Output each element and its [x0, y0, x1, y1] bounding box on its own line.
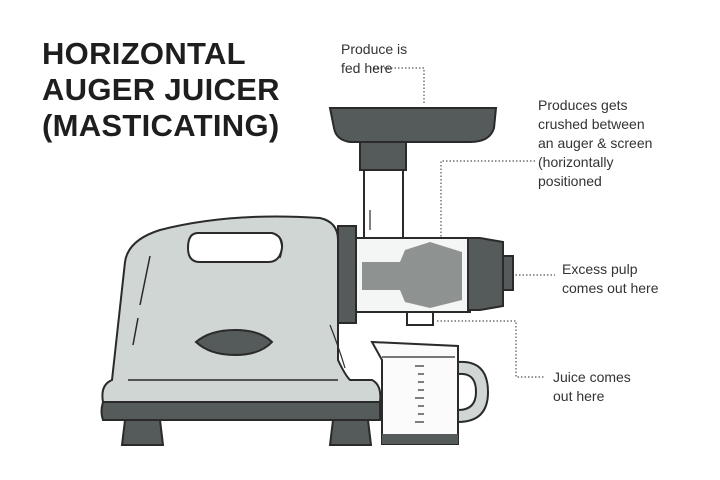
label-line: Produces gets: [538, 97, 628, 113]
label-line: crushed between: [538, 116, 645, 132]
label-line: out here: [553, 388, 605, 404]
hopper: [328, 107, 498, 143]
end-cap: [467, 237, 504, 311]
label-crush: Produces gets crushed between an auger &…: [538, 96, 652, 191]
handle-hole: [186, 232, 284, 263]
juice-outlet: [406, 311, 434, 326]
label-line: an auger & screen: [538, 135, 653, 151]
title-line: (MASTICATING): [42, 108, 280, 143]
label-juice: Juice comes out here: [553, 368, 631, 406]
title-line: AUGER JUICER: [42, 72, 280, 107]
jug-markings: [415, 365, 424, 423]
title-line: HORIZONTAL: [42, 36, 246, 71]
hopper-neck: [359, 141, 407, 171]
label-line: positioned: [538, 173, 602, 189]
foot-left: [120, 419, 165, 446]
pulp-outlet: [502, 255, 514, 291]
diamond-button: [194, 328, 274, 357]
label-line: Juice comes: [553, 369, 631, 385]
diagram-title: HORIZONTAL AUGER JUICER (MASTICATING): [42, 36, 280, 144]
motor-body: [101, 215, 382, 403]
leader-lines: [370, 67, 555, 378]
label-line: comes out here: [562, 280, 659, 296]
label-line: fed here: [341, 60, 393, 76]
label-line: (horizontally: [538, 154, 614, 170]
label-line: Excess pulp: [562, 261, 638, 277]
foot-right: [328, 419, 373, 446]
jug-handle: [457, 360, 490, 424]
base: [100, 401, 381, 421]
locking-ring: [337, 225, 357, 324]
auger: [362, 242, 462, 308]
label-line: Produce is: [341, 41, 408, 57]
label-pulp: Excess pulp comes out here: [562, 260, 659, 298]
feed-tube: [363, 169, 404, 246]
label-feed: Produce is fed here: [341, 40, 407, 78]
